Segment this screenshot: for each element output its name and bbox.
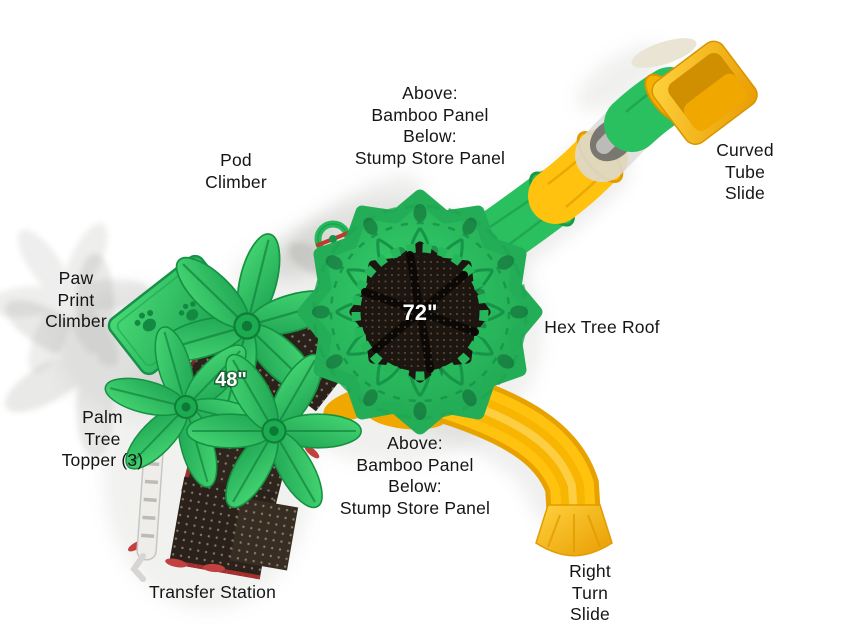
label-right-turn-slide: Right Turn Slide <box>569 561 611 625</box>
label-paw-print-climber: Paw Print Climber <box>45 268 107 332</box>
tube-exit-cup <box>651 40 758 145</box>
label-transfer-station: Transfer Station <box>148 582 277 602</box>
label-curved-tube-slide: Curved Tube Slide <box>716 140 774 204</box>
label-bottom-panel-note: Above: Bamboo Panel Below: Stump Store P… <box>339 433 491 519</box>
label-hex-tree-roof: Hex Tree Roof <box>544 317 660 337</box>
hex-deck-measurement: 72" <box>403 300 438 325</box>
hex-tree-roof-graphic <box>297 189 543 435</box>
label-pod-climber: Pod Climber <box>205 150 267 192</box>
label-top-panel-note: Above: Bamboo Panel Below: Stump Store P… <box>354 83 506 169</box>
palm-deck-measurement: 48" <box>215 369 247 391</box>
label-palm-tree-topper: Palm Tree Topper (3) <box>61 407 144 471</box>
